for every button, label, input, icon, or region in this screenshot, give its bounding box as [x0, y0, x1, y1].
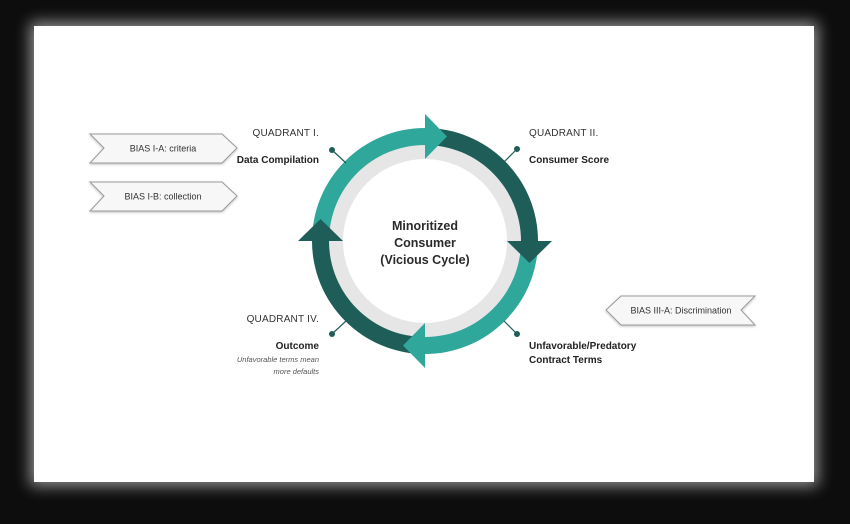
arrow-head-bottom [403, 323, 425, 368]
connector-dot-q3 [514, 331, 520, 337]
center-disc [343, 159, 507, 323]
center-label-line2: Consumer [394, 236, 456, 250]
cycle-ring [298, 114, 552, 368]
quadrant-2-title: Consumer Score [529, 155, 609, 166]
center-label-line1: Minoritized [392, 219, 458, 233]
bias-tag-3a-shape [605, 295, 757, 326]
bias-tag-3a-label: BIAS III-A: Discrimination [630, 306, 731, 316]
quadrant-2-heading: QUADRANT II. [529, 128, 598, 139]
connector-q3 [503, 320, 518, 335]
bias-tag-1b-shape [88, 181, 238, 212]
connector-q1 [331, 149, 347, 164]
bias-tag-1a-shape [88, 133, 238, 164]
quadrant-1-heading: QUADRANT I. [253, 128, 319, 139]
connector-dot-q2 [514, 146, 520, 152]
quadrant-4-title: Outcome [276, 341, 320, 352]
connectors [331, 148, 518, 335]
bias-tag-1a: BIAS I-A: criteria [88, 133, 238, 164]
bias-tag-3a: BIAS III-A: Discrimination [605, 295, 757, 326]
quadrant-3-title-line1: Unfavorable/Predatory [529, 341, 637, 352]
connector-dot-q1 [329, 147, 335, 153]
arrow-head-top [425, 114, 447, 159]
bias-tag-1a-label: BIAS I-A: criteria [130, 144, 197, 154]
connector-q4 [331, 320, 347, 335]
connector-q2 [503, 148, 518, 163]
quadrant-4-note-line1: Unfavorable terms mean [237, 355, 319, 364]
quadrant-1-title: Data Compilation [237, 155, 319, 166]
bias-tag-1b: BIAS I-B: collection [88, 181, 238, 212]
quadrant-4-note-line2: more defaults [274, 367, 320, 376]
arrow-head-right [507, 241, 552, 263]
connector-dot-q4 [329, 331, 335, 337]
quadrant-3-title-line2: Contract Terms [529, 355, 603, 366]
bias-tag-1b-label: BIAS I-B: collection [124, 192, 201, 202]
center-label-line3: (Vicious Cycle) [380, 253, 469, 267]
arrow-head-left [298, 219, 343, 241]
quadrant-4-heading: QUADRANT IV. [247, 314, 319, 325]
